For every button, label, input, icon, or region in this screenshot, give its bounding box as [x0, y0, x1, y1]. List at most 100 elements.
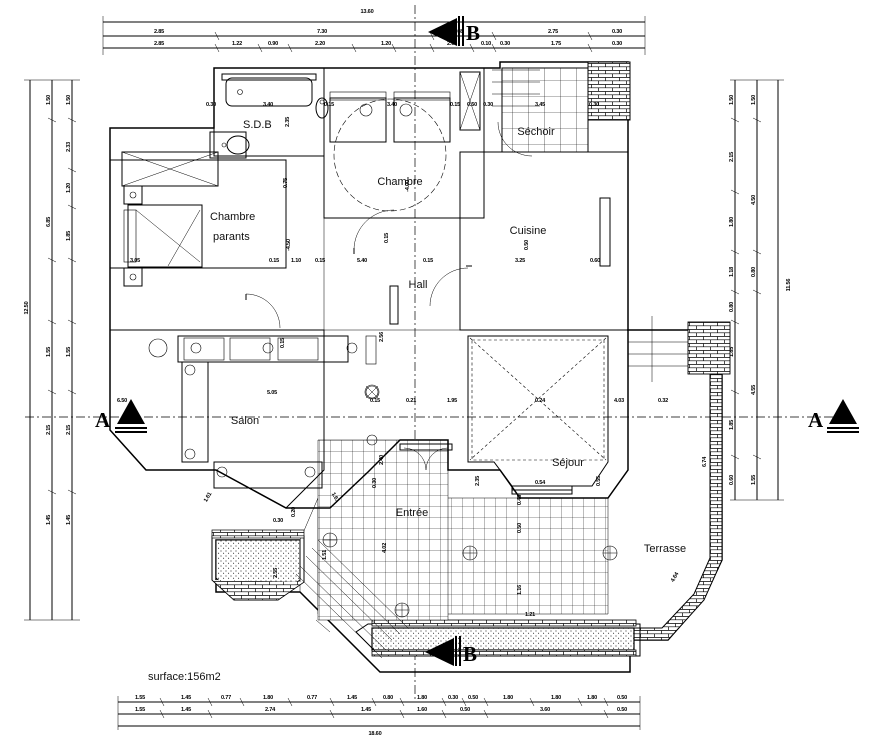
dim-left2-6: 1.45 [66, 515, 72, 525]
dim-top3-8: 1.75 [551, 41, 561, 47]
room-label-chambre-parants-2: parants [213, 231, 250, 243]
dim-bot2-6: 3.60 [540, 707, 550, 713]
room-label-sejour: Séjour [552, 457, 584, 469]
int-dim-40: 4.64 [670, 571, 681, 584]
dim-bottom-overall: 18.60 [369, 731, 382, 737]
section-marker-b-bottom: B [425, 636, 477, 666]
int-dim-23: 5.05 [267, 390, 277, 396]
dim-bot1-8: 0.30 [448, 695, 458, 701]
room-label-chambre: Chambre [377, 176, 422, 188]
room-label-hall: Hall [409, 279, 428, 291]
room-label-chambre-parants: Chambre [210, 211, 255, 223]
int-dim-14: 1.10 [291, 258, 301, 264]
int-dim-1: 3.40 [263, 102, 273, 108]
int-dim-26: 0.21 [406, 398, 416, 404]
int-dim-50: 0.15 [280, 338, 286, 348]
dim-left-overall: 12.50 [24, 301, 30, 314]
dim-left1-3: 2.15 [46, 425, 52, 435]
room-label-sdb: S.D.B [243, 119, 272, 131]
int-dim-43: 0.30 [372, 478, 378, 488]
int-dim-13: 0.15 [269, 258, 279, 264]
dim-bot1-3: 1.80 [263, 695, 273, 701]
section-label-b-top: B [466, 21, 480, 45]
dim-left1-1: 6.85 [46, 217, 52, 227]
int-dim-31: 2.40 [379, 455, 385, 465]
int-dim-24: 6.50 [117, 398, 127, 404]
entry-doors [399, 443, 453, 471]
dim-bot2-1: 1.45 [181, 707, 191, 713]
dim-bot1-2: 0.77 [221, 695, 231, 701]
dim-left2-1: 2.33 [66, 142, 72, 152]
left-dimension-chains: 12.50 1.50 6.85 1.55 2.15 1.45 1.50 2.33… [24, 79, 80, 621]
room-chambre-parants: Chambre parants [109, 151, 287, 329]
dim-left2-2: 1.20 [66, 183, 72, 193]
int-dim-15: 0.15 [315, 258, 325, 264]
dim-left2-0: 1.50 [66, 95, 72, 105]
dim-right1-3: 1.18 [729, 267, 735, 277]
int-dim-11: -4.00 [405, 180, 411, 192]
section-marker-a-right: A [808, 399, 859, 433]
right-side-steps [628, 316, 731, 382]
int-dim-44: 1.51 [322, 550, 328, 560]
dim-top3-2: 0.90 [268, 41, 278, 47]
int-dim-22: 3.05 [130, 258, 140, 264]
int-dim-47: 0.30 [273, 518, 283, 524]
dim-bot1-10: 1.80 [503, 695, 513, 701]
dim-top3-7: 0.30 [500, 41, 510, 47]
int-dim-6: 0.30 [483, 102, 493, 108]
dim-right1-1: 2.15 [729, 152, 735, 162]
interior-dimension-texts: 0.30 3.40 0.15 3.40 0.15 0.50 0.30 3.45 … [117, 102, 708, 618]
dim-right2-0: 1.50 [751, 95, 757, 105]
dim-top2-0: 2.85 [154, 29, 164, 35]
room-chambre: Chambre [323, 67, 485, 254]
int-dim-21: 0.50 [524, 240, 530, 250]
dim-bot1-7: 1.80 [417, 695, 427, 701]
int-dim-16: 5.40 [357, 258, 367, 264]
int-dim-5: 0.50 [467, 102, 477, 108]
surface-note: surface:156m2 [148, 671, 221, 683]
room-label-entree: Entrée [396, 507, 428, 519]
dim-bot2-3: 1.45 [361, 707, 371, 713]
int-dim-3: 3.40 [387, 102, 397, 108]
section-marker-a-left: A [95, 399, 147, 433]
int-dim-7: 3.45 [535, 102, 545, 108]
room-sdb: S.D.B [209, 67, 329, 159]
dim-bot1-6: 0.80 [383, 695, 393, 701]
int-dim-28: 0.24 [535, 398, 546, 404]
right-dimension-chains: 1.50 2.15 1.80 1.18 0.80 1.85 1.85 0.60 … [729, 79, 792, 501]
dim-right1-4: 0.80 [729, 302, 735, 312]
room-sejour: Séjour [467, 335, 609, 495]
int-dim-39: 6.74 [702, 456, 708, 467]
dim-bot1-11: 1.80 [551, 695, 561, 701]
int-dim-41: 2.55 [273, 568, 279, 578]
dim-right2-4: 1.55 [751, 475, 757, 485]
dim-right1-0: 1.50 [729, 95, 735, 105]
int-dim-36: 0.50 [517, 523, 523, 533]
dim-right1-2: 1.80 [729, 217, 735, 227]
int-dim-37: 1.16 [517, 585, 523, 595]
dim-left1-4: 1.45 [46, 515, 52, 525]
planter-left [211, 529, 305, 601]
section-label-a-right: A [808, 408, 824, 432]
dim-bot1-9: 0.50 [468, 695, 478, 701]
room-label-cuisine: Cuisine [510, 225, 547, 237]
dim-top3-6: 0.10 [481, 41, 491, 47]
int-dim-12: 0.15 [384, 233, 390, 243]
int-dim-46: 1.61 [330, 492, 340, 504]
int-dim-29: 4.03 [614, 398, 624, 404]
dim-top3-3: 2.20 [315, 41, 325, 47]
dim-top3-4: 1.20 [381, 41, 391, 47]
int-dim-32: 0.54 [535, 480, 546, 486]
int-dim-34: 0.55 [596, 476, 602, 486]
dim-right1-5: 1.85 [729, 347, 735, 357]
bottom-dimension-chains: 1.55 1.45 0.77 1.80 0.77 1.45 0.80 1.80 … [117, 695, 641, 737]
room-label-sechoir: Séchoir [517, 126, 555, 138]
room-salon: Salon [109, 329, 379, 509]
room-label-terrasse: Terrasse [644, 543, 686, 555]
dim-left1-0: 1.50 [46, 95, 52, 105]
dim-bot1-5: 1.45 [347, 695, 357, 701]
dim-top3-0: 2.85 [154, 41, 164, 47]
dim-top2-1: 7.30 [317, 29, 327, 35]
dim-top2-4: 0.30 [612, 29, 622, 35]
